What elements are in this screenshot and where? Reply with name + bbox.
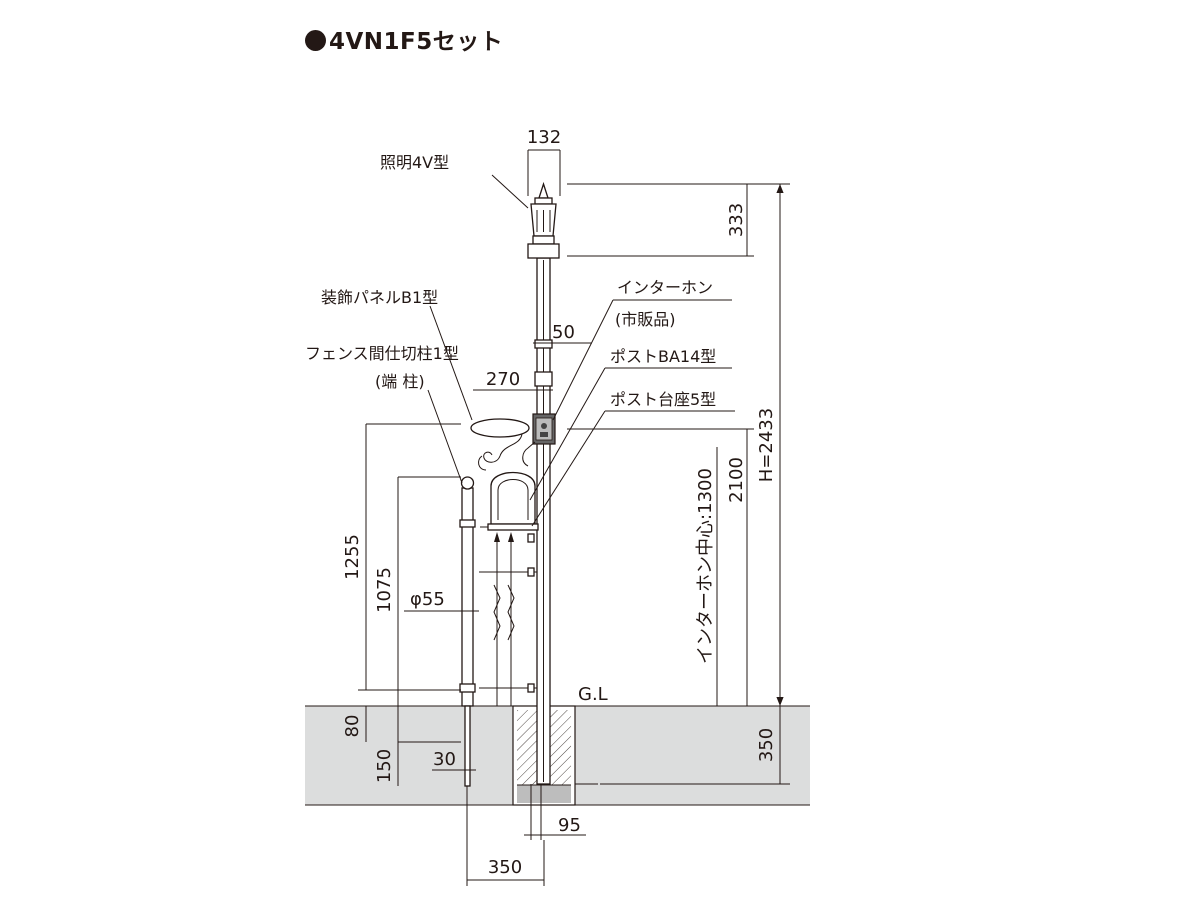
dim-embed-80: 80	[342, 715, 363, 738]
dim-total-height: H=2433	[756, 408, 777, 482]
label-intercom: インターホン	[617, 278, 713, 297]
label-lighting: 照明4V型	[380, 153, 449, 172]
dim-post-dia: φ55	[410, 589, 445, 610]
diagram-title: 4VN1F5セット	[305, 22, 503, 56]
dim-offset-350: 350	[488, 857, 522, 878]
fence-end-post	[459, 476, 476, 787]
dim-intercom-center: インターホン中心:1300	[695, 468, 716, 664]
dimension-lines	[358, 149, 790, 886]
dim-foundation-depth: 350	[756, 728, 777, 762]
label-post-base: ポスト台座5型	[610, 390, 716, 409]
leader-lines	[427, 174, 735, 527]
dim-embed-150: 150	[374, 749, 395, 783]
label-end-post: (端 柱)	[375, 372, 425, 391]
label-post: ポストBA14型	[610, 347, 716, 366]
dim-pipe-30: 30	[433, 749, 456, 770]
dim-intercom-height: 2100	[726, 457, 747, 503]
dim-base-95: 95	[558, 815, 581, 836]
dim-pole-width: 50	[552, 322, 575, 343]
label-decorative-panel: 装飾パネルB1型	[321, 288, 438, 307]
mailbox-icon	[480, 472, 539, 531]
main-pole	[534, 257, 553, 785]
bullet-dot	[305, 30, 326, 51]
label-ground: G.L	[578, 684, 608, 705]
dim-panel-width: 270	[486, 369, 520, 390]
intercom-icon	[532, 413, 556, 445]
dim-lamp-width: 132	[527, 127, 561, 148]
label-intercom-note: (市販品)	[615, 310, 676, 329]
lamp-icon	[527, 181, 560, 259]
post-base-stand	[479, 532, 537, 706]
decorative-panel	[470, 418, 536, 471]
dim-inner-height: 1075	[374, 567, 395, 613]
label-fence-post: フェンス間仕切柱1型	[305, 344, 459, 363]
dim-fence-height: 1255	[342, 534, 363, 580]
dim-lamp-height: 333	[726, 203, 747, 237]
